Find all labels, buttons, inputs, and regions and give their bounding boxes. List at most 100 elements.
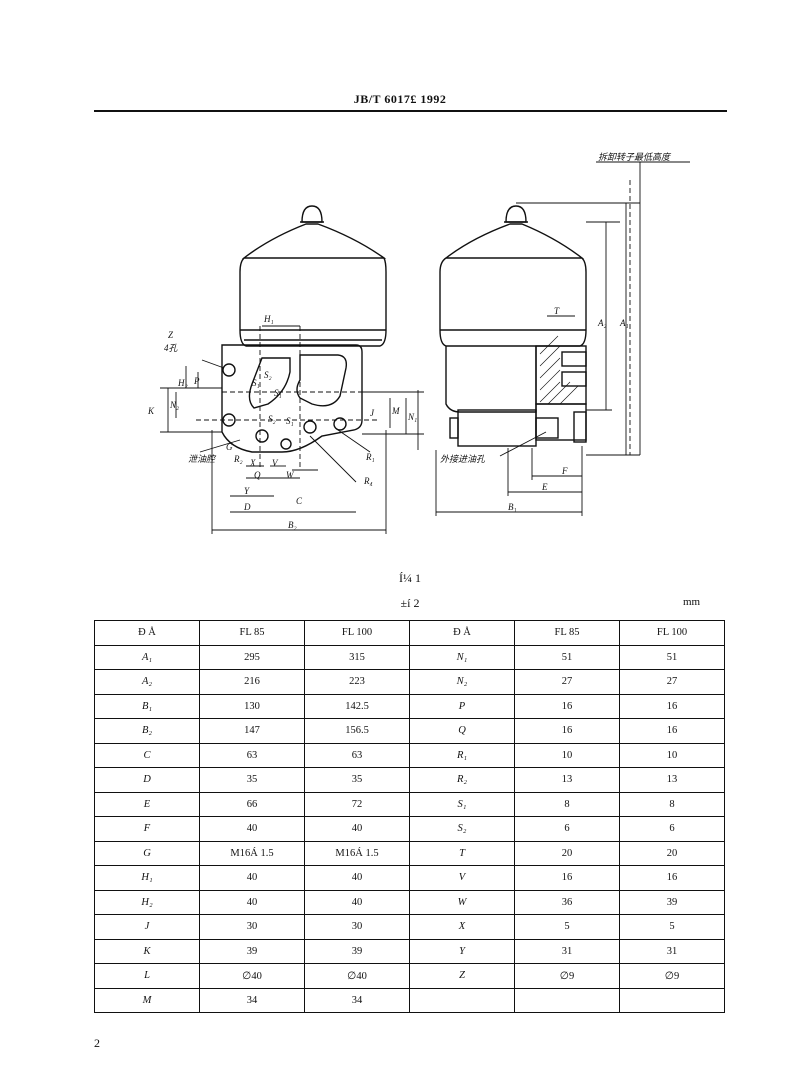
value-cell: 13 <box>514 767 620 793</box>
table-caption: ±í 2 <box>400 596 420 610</box>
label-f: F <box>561 466 568 476</box>
label-a2: A₂ <box>597 318 607 328</box>
value-cell: 5 <box>619 914 725 940</box>
value-cell: 31 <box>514 938 620 964</box>
value-cell: 16 <box>619 693 725 719</box>
symbol-cell: H₂ <box>94 889 200 915</box>
symbol-cell: Z <box>409 963 515 989</box>
symbol-cell: L <box>94 963 200 989</box>
label-s1-c: S₁ <box>286 416 294 426</box>
page-number: 2 <box>94 1036 100 1050</box>
symbol-cell: P <box>409 693 515 719</box>
value-cell: 40 <box>199 889 305 915</box>
label-h2: H₂ <box>177 378 188 388</box>
symbol-cell: R₁ <box>409 742 515 768</box>
label-v: V <box>272 458 279 468</box>
value-cell: ∅40 <box>304 963 410 989</box>
left-view-flange <box>221 344 363 453</box>
symbol-cell: S₂ <box>409 816 515 842</box>
value-cell: 27 <box>514 669 620 695</box>
value-cell: M16Á 1.5 <box>304 840 410 866</box>
symbol-cell: X <box>409 914 515 940</box>
label-n1: N₁ <box>407 412 417 422</box>
label-c: C <box>296 496 303 506</box>
value-cell: 40 <box>199 816 305 842</box>
label-w: W <box>286 470 295 480</box>
symbol-cell: Q <box>409 718 515 744</box>
column-header: FL 100 <box>619 620 725 646</box>
value-cell: 16 <box>514 693 620 719</box>
value-cell: 63 <box>304 742 410 768</box>
value-cell <box>514 987 620 1013</box>
label-y: Y <box>244 486 250 496</box>
value-cell: 30 <box>304 914 410 940</box>
label-z: Z <box>168 330 174 340</box>
label-d: D <box>243 502 251 512</box>
symbol-cell: R₂ <box>409 767 515 793</box>
value-cell: 8 <box>514 791 620 817</box>
label-t: T <box>554 306 560 316</box>
value-cell: 6 <box>619 816 725 842</box>
value-cell: ∅9 <box>619 963 725 989</box>
value-cell: 216 <box>199 669 305 695</box>
technical-drawing: 拆卸转子最低高度 泄油腔 外接进油孔 Z 4孔 H₁ H₂ P K N₂ S₁ … <box>147 152 690 534</box>
value-cell: 40 <box>304 816 410 842</box>
symbol-cell: A₁ <box>94 644 200 670</box>
value-cell: 6 <box>514 816 620 842</box>
value-cell: 39 <box>619 889 725 915</box>
value-cell: 72 <box>304 791 410 817</box>
value-cell: 35 <box>304 767 410 793</box>
value-cell: 34 <box>199 987 305 1013</box>
label-drain-chamber: 泄油腔 <box>188 454 217 464</box>
value-cell: 13 <box>619 767 725 793</box>
value-cell: 16 <box>514 718 620 744</box>
value-cell: 223 <box>304 669 410 695</box>
value-cell: 40 <box>304 889 410 915</box>
label-e: E <box>541 482 548 492</box>
symbol-cell: B₂ <box>94 718 200 744</box>
label-s1-b: S₁ <box>274 388 282 398</box>
label-p: P <box>193 376 200 386</box>
symbol-cell: Y <box>409 938 515 964</box>
label-z-holes: 4孔 <box>164 343 179 353</box>
label-k: K <box>147 406 155 416</box>
value-cell: 51 <box>514 644 620 670</box>
value-cell: 16 <box>619 865 725 891</box>
label-r2: R₂ <box>233 454 243 464</box>
label-j: J <box>370 408 375 418</box>
value-cell: 66 <box>199 791 305 817</box>
column-header: Ð Å <box>94 620 200 646</box>
symbol-cell: S₁ <box>409 791 515 817</box>
value-cell <box>619 987 725 1013</box>
label-n2: N₂ <box>169 400 179 410</box>
value-cell: 10 <box>514 742 620 768</box>
left-view-housing <box>239 205 387 347</box>
value-cell: ∅9 <box>514 963 620 989</box>
label-q: Q <box>254 470 261 480</box>
symbol-cell: K <box>94 938 200 964</box>
label-h1: H₁ <box>263 314 274 324</box>
label-r4: R₄ <box>363 476 373 486</box>
figure-caption: Í¼ 1 <box>399 571 421 585</box>
label-s2: S₂ <box>264 370 272 380</box>
value-cell: 34 <box>304 987 410 1013</box>
value-cell: 36 <box>514 889 620 915</box>
value-cell: 39 <box>199 938 305 964</box>
value-cell: 156.5 <box>304 718 410 744</box>
value-cell: 27 <box>619 669 725 695</box>
symbol-cell: C <box>94 742 200 768</box>
value-cell: 10 <box>619 742 725 768</box>
value-cell: 8 <box>619 791 725 817</box>
column-header: FL 85 <box>514 620 620 646</box>
symbol-cell: M <box>94 987 200 1013</box>
value-cell: 63 <box>199 742 305 768</box>
